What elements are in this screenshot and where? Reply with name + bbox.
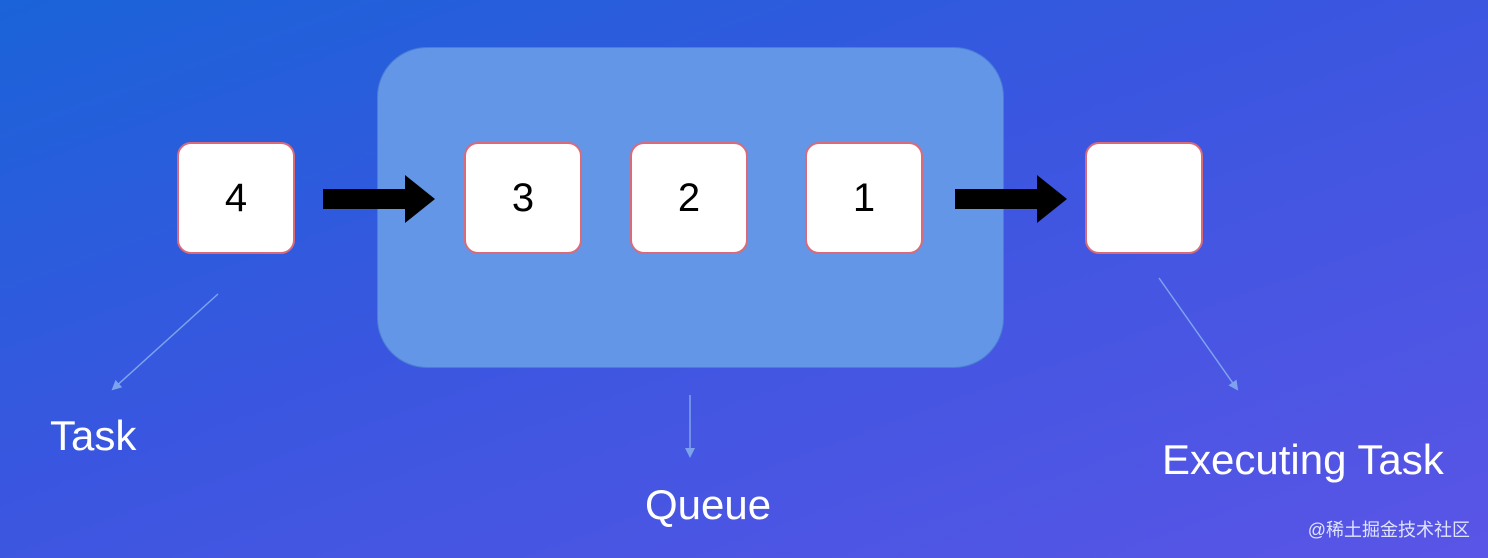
watermark: @稀土掘金技术社区 — [1307, 520, 1470, 540]
dequeue-arrow-icon — [955, 175, 1067, 223]
task-pointer-line — [111, 293, 219, 391]
incoming-task-box: 4 — [177, 142, 295, 254]
executing-pointer-line — [1158, 277, 1239, 391]
enqueue-arrow-icon — [323, 175, 435, 223]
executing-task-label: Executing Task — [1162, 436, 1444, 483]
task-label: Task — [50, 412, 137, 459]
queued-task-box: 2 — [630, 142, 748, 254]
incoming-task-number: 4 — [224, 175, 248, 220]
queued-task-number: 1 — [852, 175, 876, 220]
queued-task-number: 3 — [511, 175, 535, 220]
queue-label: Queue — [645, 481, 772, 528]
queued-task-number: 2 — [677, 175, 701, 220]
queued-task-box: 1 — [805, 142, 923, 254]
queued-task-box: 3 — [464, 142, 582, 254]
executing-task-box — [1085, 142, 1203, 254]
